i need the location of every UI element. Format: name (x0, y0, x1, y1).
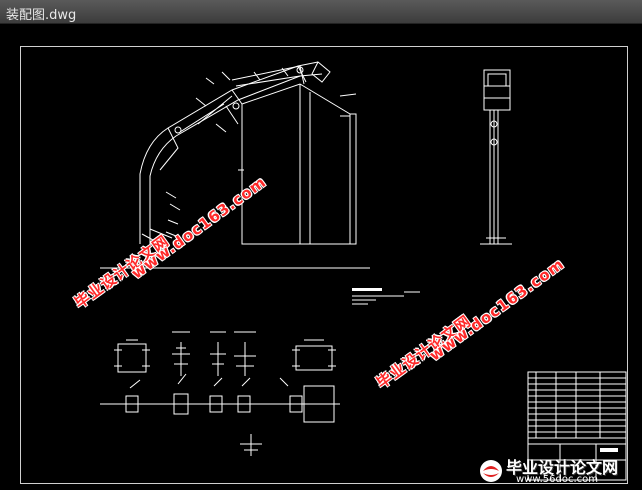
brand-name: 毕业设计论文网 (506, 458, 619, 477)
window-title-bar: 装配图.dwg (0, 0, 642, 24)
cad-drawing (100, 61, 627, 481)
shaft-assembly-view (100, 373, 340, 456)
brand-url: www.56doc.com (516, 474, 599, 485)
cad-viewport[interactable]: 毕业设计论文网 www.doc163.com 毕业设计论文网 www.doc16… (0, 24, 642, 490)
brand-watermark: 毕业设计论文网 www.56doc.com (476, 452, 640, 488)
title-block-mark (600, 448, 618, 452)
side-view-column (480, 69, 512, 245)
red-swirl-logo-icon (480, 460, 502, 482)
notes-block (352, 291, 420, 305)
drawing-sheet-border (20, 46, 628, 484)
window-title: 装配图.dwg (6, 8, 77, 23)
section-detail-row (114, 331, 336, 376)
notes-title-mark (352, 288, 382, 291)
main-assembly-elevation (139, 61, 357, 249)
title-block (527, 371, 627, 481)
